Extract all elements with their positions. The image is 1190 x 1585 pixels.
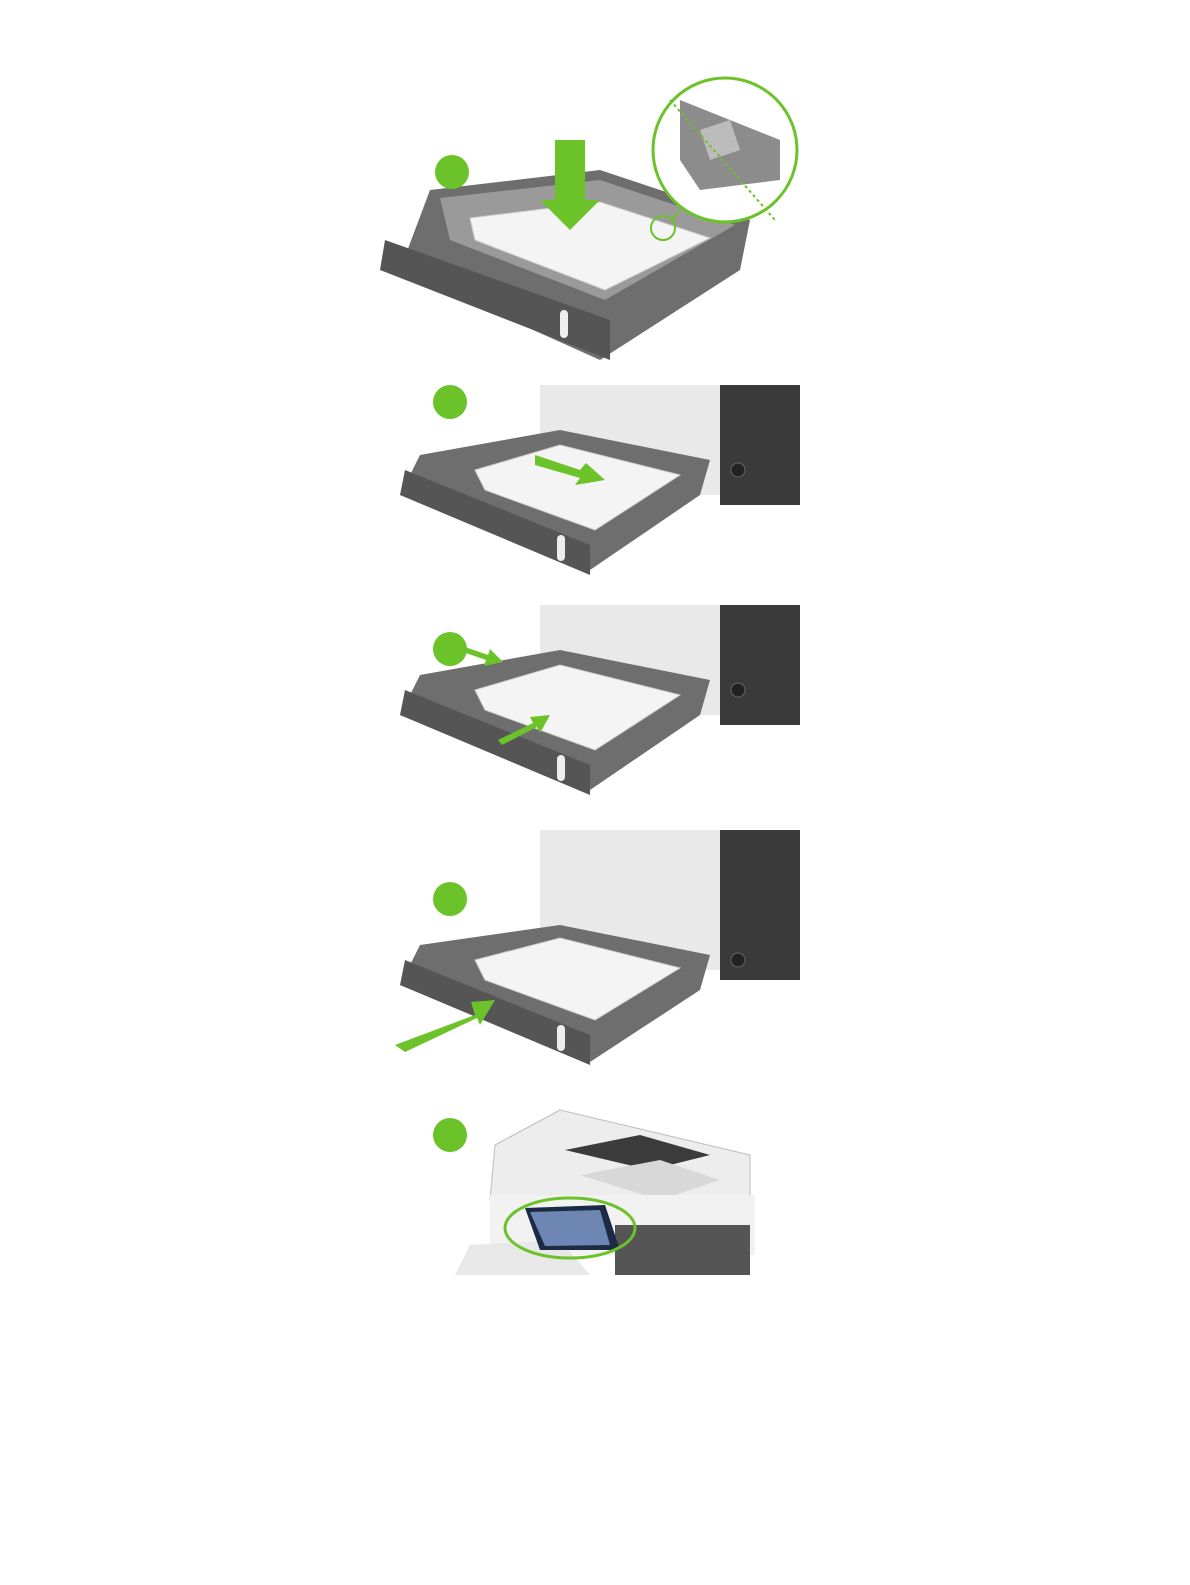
step-1-illustration (380, 70, 810, 360)
step-2-illustration (400, 385, 810, 575)
step-4-badge (433, 882, 467, 916)
step-2-badge (433, 385, 467, 419)
step-3-badge (433, 632, 467, 666)
step-5-illustration (430, 1100, 760, 1275)
step-1-badge (435, 155, 469, 189)
step-5-badge (433, 1118, 467, 1152)
step-3-illustration (400, 605, 810, 795)
step-4-illustration (395, 830, 805, 1065)
